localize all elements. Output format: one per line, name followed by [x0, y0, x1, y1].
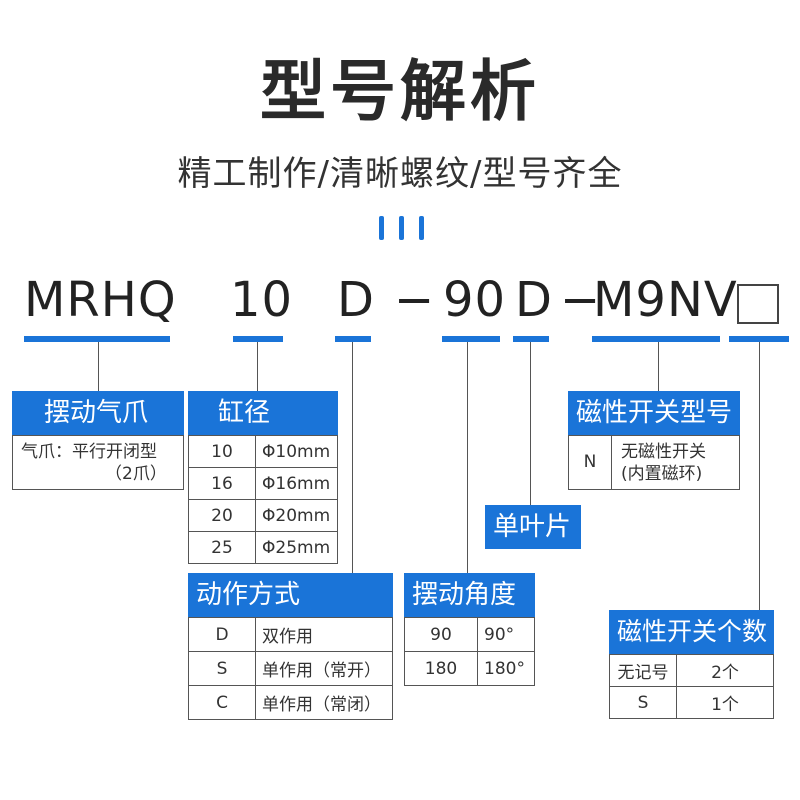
switch-count-value: 2个	[676, 654, 774, 687]
type-description: 气爪：平行开闭型 （2爪）	[12, 435, 184, 490]
switch-type-header: 磁性开关型号	[568, 391, 740, 435]
angle-code: 180	[404, 651, 478, 686]
bore-value: Φ25mm	[255, 531, 338, 564]
bore-value: Φ20mm	[255, 499, 338, 532]
decorative-bars	[379, 216, 427, 240]
angle-code: 90	[404, 617, 478, 652]
connector-angle	[467, 342, 468, 573]
single-vane-label: 单叶片	[485, 505, 581, 549]
connector-single	[530, 342, 531, 505]
switch-count-code: 无记号	[609, 654, 677, 687]
connector-series	[98, 342, 99, 391]
switch-type-line-1: 无磁性开关	[621, 442, 706, 462]
type-line-1: 气爪：平行开闭型	[21, 442, 157, 462]
type-header: 摆动气爪	[12, 391, 184, 435]
underline-switch	[592, 336, 720, 342]
action-code: S	[188, 651, 256, 686]
underline-series	[24, 336, 170, 342]
angle-header: 摆动角度	[404, 573, 535, 617]
switch-type-body: N 无磁性开关 (内置磁环)	[568, 435, 740, 490]
connector-switch	[658, 342, 659, 391]
bore-code: 10	[188, 435, 256, 468]
blank-code-box	[737, 284, 779, 324]
code-series: MRHQ	[24, 272, 177, 328]
underline-action	[335, 336, 371, 342]
action-value: 单作用（常闭）	[255, 685, 393, 720]
code-single-vane: D	[515, 272, 553, 328]
switch-type-line-2: (内置磁环)	[621, 464, 703, 484]
switch-type-code: N	[569, 436, 612, 489]
action-code: D	[188, 617, 256, 652]
bore-code: 20	[188, 499, 256, 532]
action-code: C	[188, 685, 256, 720]
code-bore: 10	[230, 272, 294, 328]
underline-angle	[442, 336, 500, 342]
bore-header: 缸径	[188, 391, 338, 435]
connector-count	[759, 342, 760, 610]
page-subtitle: 精工制作/清晰螺纹/型号齐全	[177, 154, 623, 194]
underline-single	[513, 336, 549, 342]
action-value: 双作用	[255, 617, 393, 652]
page-title: 型号解析	[260, 53, 540, 130]
bore-value: Φ16mm	[255, 467, 338, 500]
code-dash-2: −	[560, 272, 602, 328]
bore-code: 25	[188, 531, 256, 564]
angle-value: 180°	[477, 651, 535, 686]
switch-count-code: S	[609, 686, 677, 719]
code-angle: 90	[443, 272, 507, 328]
underline-bore	[233, 336, 283, 342]
underline-count	[729, 336, 789, 342]
switch-count-value: 1个	[676, 686, 774, 719]
code-switch: M9NV	[593, 272, 738, 328]
switch-count-header: 磁性开关个数	[609, 610, 774, 654]
type-line-2: （2爪）	[105, 464, 167, 484]
angle-value: 90°	[477, 617, 535, 652]
bore-value: Φ10mm	[255, 435, 338, 468]
action-header: 动作方式	[188, 573, 393, 617]
action-value: 单作用（常开）	[255, 651, 393, 686]
connector-bore	[257, 342, 258, 391]
code-dash-1: −	[394, 272, 436, 328]
code-action: D	[337, 272, 375, 328]
bore-code: 16	[188, 467, 256, 500]
connector-action	[352, 342, 353, 573]
